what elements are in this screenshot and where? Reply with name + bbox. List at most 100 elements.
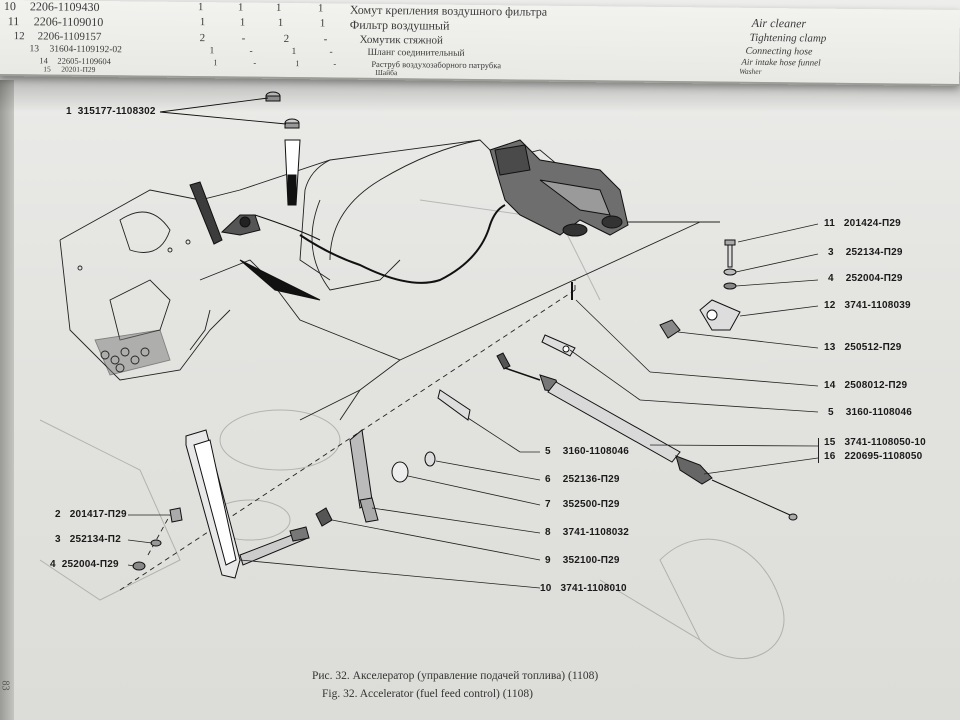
row-code: 31604-1109192-02: [49, 44, 123, 56]
callout-part-code: 252134-П2: [69, 534, 121, 545]
callout-number: 5: [828, 407, 834, 418]
callout-number: 16: [824, 451, 836, 462]
row-qty: 2: [199, 32, 206, 45]
figure-caption-ru: Рис. 32. Акселератор (управление подачей…: [312, 670, 599, 682]
callout-part-code: 2508012-П29: [844, 380, 908, 391]
callout-number: 13: [824, 342, 836, 353]
callout-5-right: 5 3160-1108046: [828, 407, 912, 418]
row-qty: 1: [199, 16, 206, 29]
row-qty: 1: [291, 47, 297, 58]
callout-number: 4: [828, 273, 834, 284]
row-qty: 1: [277, 16, 284, 29]
row-qty: 2: [283, 32, 290, 46]
row-qty: -: [329, 47, 333, 58]
callout-2-left: 2 201417-П29: [55, 509, 127, 520]
row-code: 2206-1109157: [37, 30, 102, 44]
callout-part-code: 315177-1108302: [78, 106, 156, 117]
callout-part-code: 201417-П29: [69, 509, 127, 520]
callout-part-code: 352100-П29: [562, 555, 620, 566]
row-ru: Шланг соединительный: [367, 47, 465, 59]
row-en: Connecting hose: [745, 45, 813, 58]
row-num: 15: [43, 64, 51, 74]
callout-number: 11: [824, 218, 835, 229]
callout-part-code: 220695-1108050: [844, 451, 923, 462]
part-1-bumpers: [159, 91, 300, 129]
callout-14: 14 2508012-П29: [824, 380, 907, 391]
callout-number: 10: [540, 583, 552, 594]
row-code: 20201-П29: [61, 64, 96, 75]
row-en: Washer: [739, 66, 762, 76]
callout-number: 2: [55, 509, 61, 520]
callout-part-code: 3160-1108046: [562, 446, 630, 457]
callout-3-left: 3 252134-П2: [55, 534, 121, 545]
callout-number: 15: [824, 437, 836, 448]
row-qty: 1: [317, 2, 324, 15]
assembly-axes: [119, 280, 576, 591]
row-qty: -: [241, 32, 246, 45]
row-ru: Хомутик стяжной: [359, 33, 443, 47]
callout-part-code: 3741-1108032: [562, 527, 630, 538]
row-code: 2206-1109430: [29, 0, 100, 15]
callout-part-code: 3741-1108039: [844, 300, 911, 311]
row-qty: 1: [237, 1, 244, 14]
callout-number: 9: [545, 555, 551, 566]
row-num: 12: [13, 30, 25, 43]
callout-16: 16 220695-1108050: [824, 451, 922, 462]
callout-number: 7: [545, 499, 551, 510]
callout-3-right: 3 252134-П29: [828, 247, 903, 258]
callout-part-code: 3160-1108046: [845, 407, 913, 418]
row-qty: -: [323, 33, 328, 46]
callout-6: 6 252136-П29: [545, 474, 620, 485]
callout-11: 11 201424-П29: [824, 218, 901, 229]
intake-manifold: [489, 139, 629, 237]
row-qty: 1: [209, 46, 215, 57]
callout-number: 8: [545, 527, 551, 538]
figure-caption-en: Fig. 32. Accelerator (fuel feed control)…: [322, 688, 533, 700]
row-qty: -: [249, 46, 253, 57]
callout-number: 5: [545, 446, 551, 457]
callout-number: 12: [824, 300, 836, 311]
leader-lines: [127, 223, 819, 589]
row-ru: Шайба: [375, 67, 398, 78]
callout-13: 13 250512-П29: [824, 342, 901, 353]
bracket-15-16: [818, 438, 819, 463]
row-code: 2206-1109010: [33, 14, 104, 30]
throttle-cable: [299, 204, 506, 284]
callout-part-code: 3741-1108050-10: [844, 437, 926, 448]
row-num: 10: [3, 0, 17, 14]
callout-15: 15 3741-1108050-10: [824, 437, 926, 448]
callout-number: 3: [828, 247, 834, 258]
callout-number: 1: [66, 106, 72, 117]
callout-4-left: 4 252004-П29: [50, 559, 119, 570]
callout-7: 7 352500-П29: [545, 499, 620, 510]
callout-8: 8 3741-1108032: [545, 527, 629, 538]
row-num: 11: [7, 14, 20, 29]
floor-panel: [59, 139, 720, 421]
callout-part-code: 250512-П29: [844, 342, 902, 353]
page-number: 83: [0, 680, 11, 691]
callout-9: 9 352100-П29: [545, 555, 620, 566]
callout-part-code: 3741-1108010: [560, 583, 627, 594]
overlapping-parts-table-sheet: 10 2206-1109430 1 1 1 1 Хомут крепления …: [0, 0, 960, 87]
callout-part-code: 252004-П29: [845, 273, 903, 284]
pedal-assembly-installed: [189, 139, 321, 301]
callout-5-middle: 5 3160-1108046: [545, 446, 629, 457]
callout-12: 12 3741-1108039: [824, 300, 911, 311]
callout-4-right: 4 252004-П29: [828, 273, 903, 284]
callout-number: 4: [50, 559, 56, 570]
callout-part-code: 352500-П29: [562, 499, 620, 510]
callout-1: 1 315177-1108302: [66, 106, 156, 117]
row-ru: Фильтр воздушный: [349, 17, 450, 33]
callout-part-code: 252134-П29: [845, 247, 903, 258]
callout-part-code: 252004-П29: [61, 559, 119, 570]
callout-number: 14: [824, 380, 836, 391]
callout-number: 6: [545, 474, 551, 485]
binding-edge: [0, 80, 14, 720]
callout-number: 3: [55, 534, 61, 545]
row-en: Tightening clamp: [749, 31, 827, 45]
callout-part-code: 252136-П29: [562, 474, 620, 485]
row-qty: 1: [275, 1, 282, 14]
callout-10: 10 3741-1108010: [540, 583, 627, 594]
